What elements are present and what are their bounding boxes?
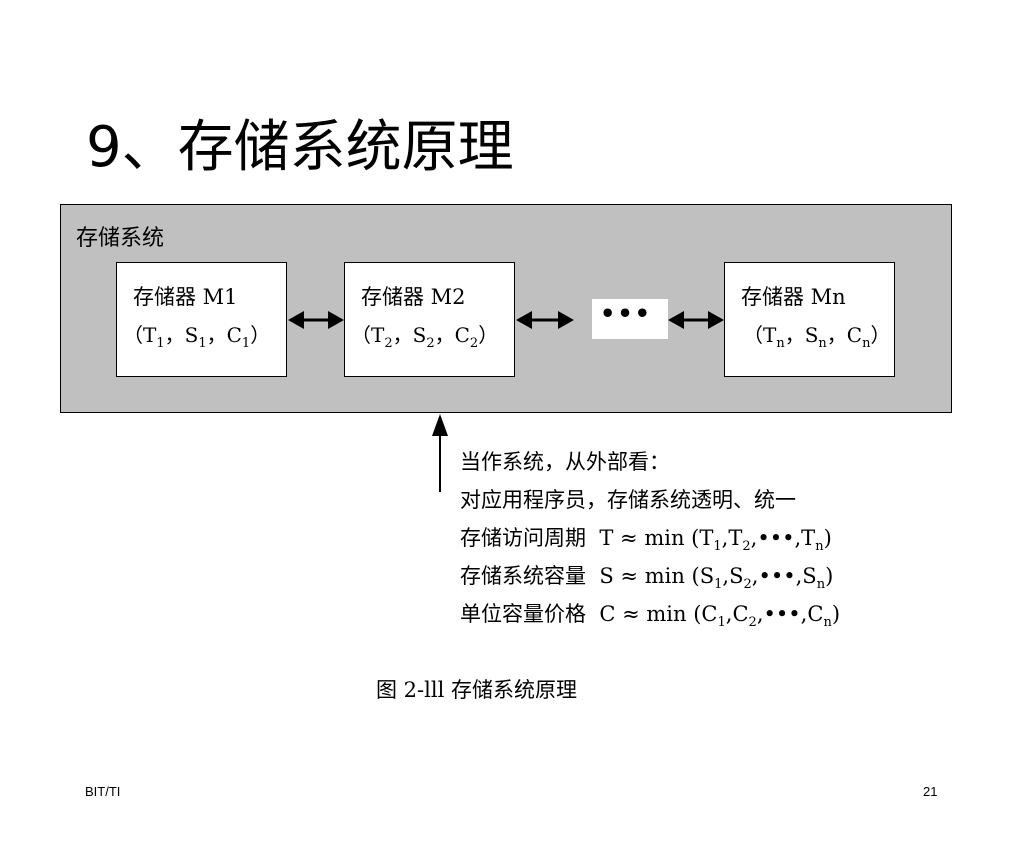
storage-system-label: 存储系统: [76, 226, 165, 251]
info-line-1: 当作系统，从外部看：: [460, 450, 670, 474]
memory-box-m2: 存储器 M2 （T2，S2，C2）: [344, 262, 515, 377]
memory-params: （Tn，Sn，Cn）: [743, 323, 891, 351]
memory-params: （T2，S2，C2）: [351, 323, 499, 351]
memory-params: （T1，S1，C1）: [123, 323, 271, 351]
memory-name: 存储器 M2: [361, 285, 466, 309]
double-arrow-m1-m2: [288, 311, 344, 329]
double-arrow-ellipsis-mn: [668, 311, 724, 329]
up-arrow-external-view: [432, 414, 448, 492]
footer-org: BIT/TI: [85, 784, 121, 799]
ellipsis-text: •••: [600, 299, 653, 328]
memory-box-mn: 存储器 Mn （Tn，Sn，Cn）: [724, 262, 895, 377]
info-line-2: 对应用程序员，存储系统透明、统一: [460, 488, 796, 512]
slide-title: 9、存储系统原理: [86, 115, 514, 180]
ellipsis-box: [592, 299, 668, 339]
memory-box-m1: 存储器 M1 （T1，S1，C1）: [116, 262, 287, 377]
info-line-4: 存储系统容量 S ≈ min (S1,S2,•••,Sn): [460, 564, 834, 593]
double-arrow-m2-ellipsis: [516, 311, 574, 329]
memory-name: 存储器 M1: [133, 285, 238, 309]
page-number: 21: [923, 784, 938, 799]
memory-name: 存储器 Mn: [741, 285, 846, 309]
info-line-5: 单位容量价格 C ≈ min (C1,C2,•••,Cn): [460, 602, 841, 631]
info-line-3: 存储访问周期 T ≈ min (T1,T2,•••,Tn): [460, 526, 832, 555]
figure-caption: 图 2-lll 存储系统原理: [376, 678, 577, 702]
